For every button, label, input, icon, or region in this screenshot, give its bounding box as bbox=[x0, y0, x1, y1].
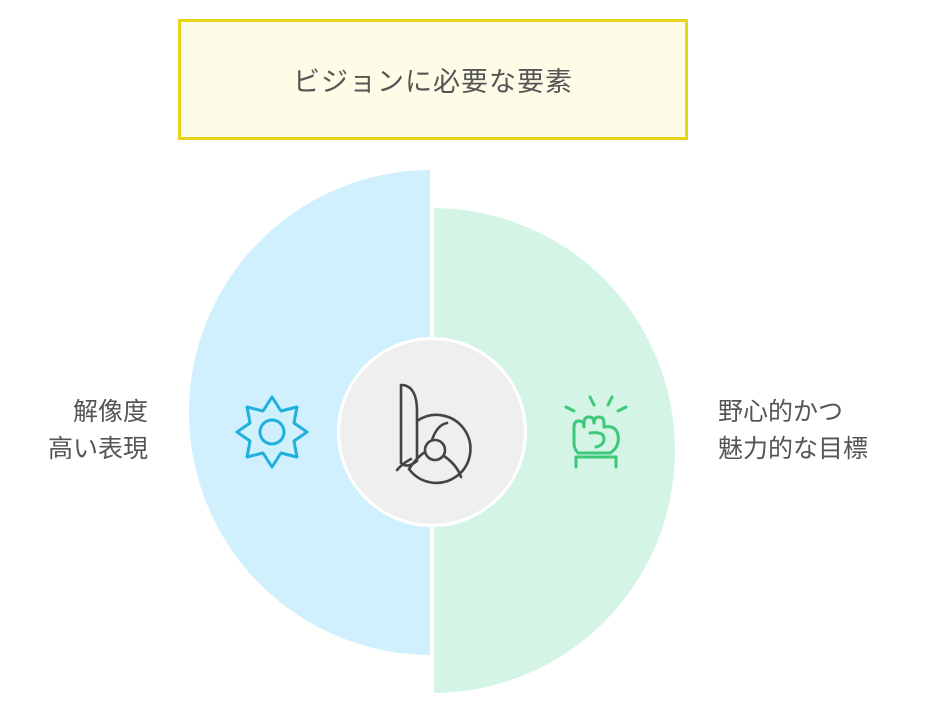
left-label-line2: 高い表現 bbox=[47, 434, 148, 463]
right-label: 野心的かつ 魅力的な目標 bbox=[718, 393, 868, 467]
left-label-line1: 解像度 bbox=[72, 397, 148, 426]
right-label-line2: 魅力的な目標 bbox=[718, 434, 869, 463]
sun-icon bbox=[235, 395, 309, 469]
title-box: ビジョンに必要な要素 bbox=[178, 19, 688, 140]
raised-fist-icon bbox=[564, 395, 628, 469]
center-hub bbox=[337, 337, 527, 527]
left-label: 解像度 高い表現 bbox=[48, 393, 148, 467]
brand-logo-icon bbox=[395, 383, 472, 485]
diagram-title: ビジョンに必要な要素 bbox=[293, 67, 573, 98]
right-label-line1: 野心的かつ bbox=[718, 397, 844, 426]
